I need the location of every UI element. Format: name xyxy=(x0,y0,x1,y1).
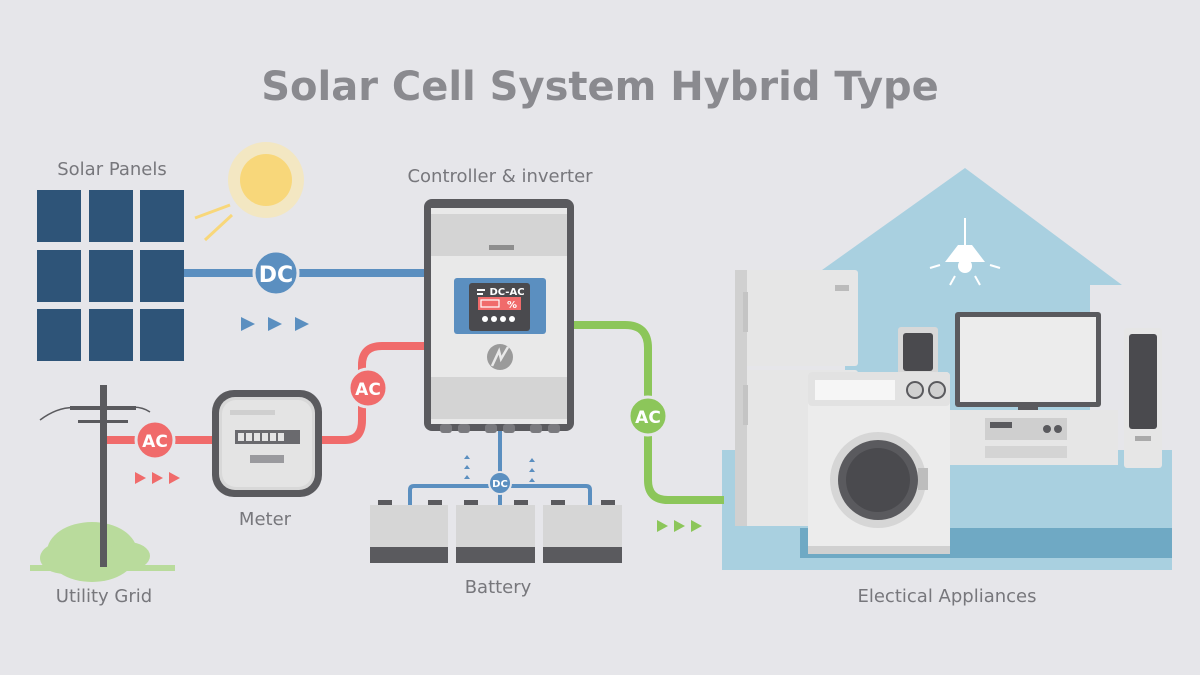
solar-panels-label: Solar Panels xyxy=(57,159,167,180)
utility-pole xyxy=(30,385,175,582)
tv-stand xyxy=(950,410,1118,465)
svg-text:AC: AC xyxy=(355,380,381,400)
dc-flow-arrows xyxy=(241,317,309,331)
electric-meter xyxy=(212,390,322,497)
svg-text:AC: AC xyxy=(142,432,168,452)
ceiling-lamp-icon xyxy=(929,218,1001,286)
battery-label: Battery xyxy=(465,577,532,598)
svg-text:AC: AC xyxy=(635,408,661,428)
svg-text:DC: DC xyxy=(492,479,508,490)
speaker-right xyxy=(1124,328,1162,468)
ac-grid-badge: AC xyxy=(134,419,176,461)
utility-grid-label: Utility Grid xyxy=(56,586,152,607)
speaker-left xyxy=(898,327,938,375)
controller-inverter: DC-AC % xyxy=(424,199,574,433)
display-mode: DC-AC xyxy=(489,287,524,298)
meter-label: Meter xyxy=(239,509,292,530)
ac-output-badge: AC xyxy=(627,395,669,437)
washing-machine xyxy=(808,372,950,554)
ac-meter-badge: AC xyxy=(347,367,389,409)
solar-panels xyxy=(37,190,184,361)
ac-flow-arrows xyxy=(135,472,180,484)
battery-bank xyxy=(370,500,622,563)
diagram-title: Solar Cell System Hybrid Type xyxy=(261,64,939,110)
controller-label: Controller & inverter xyxy=(407,166,593,187)
ac-output-arrows xyxy=(657,520,702,532)
dc-badge: DC xyxy=(252,249,300,297)
dc-battery-badge: DC xyxy=(488,471,512,495)
sun-icon xyxy=(194,142,304,242)
battery-level-icon xyxy=(480,299,500,308)
lightning-logo-icon xyxy=(487,344,513,370)
svg-text:DC: DC xyxy=(259,263,293,288)
television xyxy=(955,312,1101,410)
appliances-label: Electical Appliances xyxy=(857,586,1036,607)
display-percent: % xyxy=(507,300,517,311)
